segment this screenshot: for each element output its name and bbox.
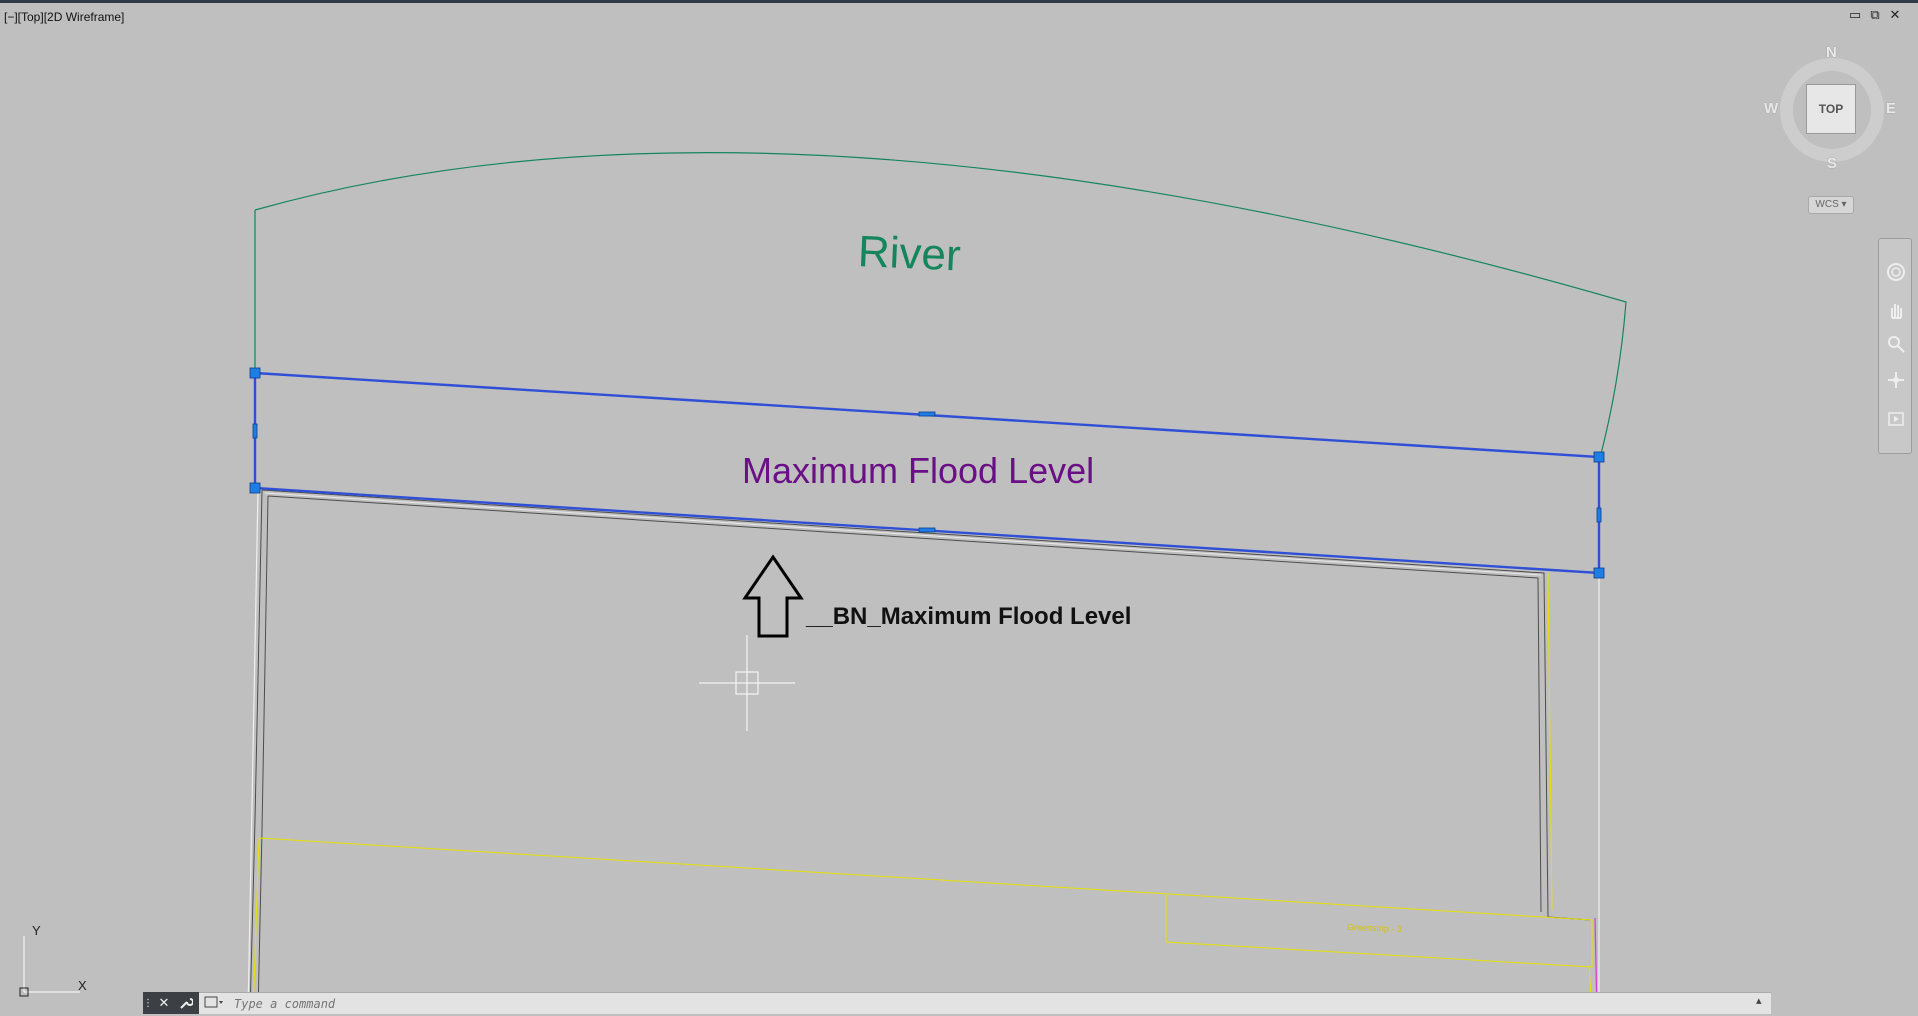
- site-boundary-yellow[interactable]: [252, 572, 1593, 1014]
- property-line: [247, 489, 1600, 1014]
- viewport-window-controls: ▭ ⧉ ✕: [1848, 9, 1902, 23]
- navigation-bar: [1878, 238, 1912, 454]
- compass-south[interactable]: S: [1827, 155, 1838, 172]
- command-close-icon[interactable]: ✕: [158, 995, 170, 1011]
- compass-west[interactable]: W: [1764, 100, 1779, 117]
- title-bar-strip: [0, 0, 1918, 3]
- close-icon[interactable]: ✕: [1889, 8, 1901, 23]
- command-line-tools: ⋮ ✕: [143, 992, 199, 1014]
- crosshair-cursor: [699, 635, 795, 731]
- grip-handle-icon[interactable]: ⋮: [143, 997, 153, 1009]
- command-history-expand-icon[interactable]: ▴: [1756, 994, 1762, 1007]
- selection-grips[interactable]: [249, 367, 1605, 579]
- minimize-icon[interactable]: ▭: [1848, 8, 1862, 23]
- river-label[interactable]: River: [856, 227, 962, 281]
- command-input[interactable]: [232, 992, 1756, 1016]
- building-outline-light: [264, 492, 1542, 576]
- ucs-icon: Y X: [19, 923, 87, 997]
- viewport-controls-label[interactable]: [−][Top][2D Wireframe]: [4, 10, 125, 24]
- compass-north[interactable]: N: [1826, 44, 1837, 61]
- viewcube[interactable]: TOP N S W E: [1764, 44, 1900, 180]
- pan-icon[interactable]: [1884, 297, 1908, 323]
- building-outline[interactable]: [249, 489, 1591, 1014]
- ucs-x-label: X: [78, 978, 87, 993]
- greenstrip-label[interactable]: Greenstrip - 3: [1346, 922, 1403, 934]
- orbit-icon[interactable]: [1884, 367, 1908, 393]
- command-prompt-icon[interactable]: [204, 995, 224, 1011]
- ucs-menu-button[interactable]: WCS ▾: [1808, 196, 1854, 214]
- viewcube-top-face[interactable]: TOP: [1806, 84, 1856, 134]
- steering-wheel-icon[interactable]: [1884, 259, 1908, 285]
- up-arrow-icon: [742, 554, 804, 638]
- block-name-label: __BN_Maximum Flood Level: [806, 603, 1132, 630]
- restore-icon[interactable]: ⧉: [1870, 8, 1880, 23]
- ucs-y-label: Y: [32, 923, 41, 938]
- compass-east[interactable]: E: [1886, 100, 1897, 117]
- river-boundary[interactable]: [254, 152, 1627, 459]
- zoom-icon[interactable]: [1884, 331, 1908, 357]
- flood-level-label[interactable]: Maximum Flood Level: [742, 450, 1095, 491]
- customize-wrench-icon[interactable]: [175, 993, 197, 1013]
- showmotion-icon[interactable]: [1884, 407, 1908, 433]
